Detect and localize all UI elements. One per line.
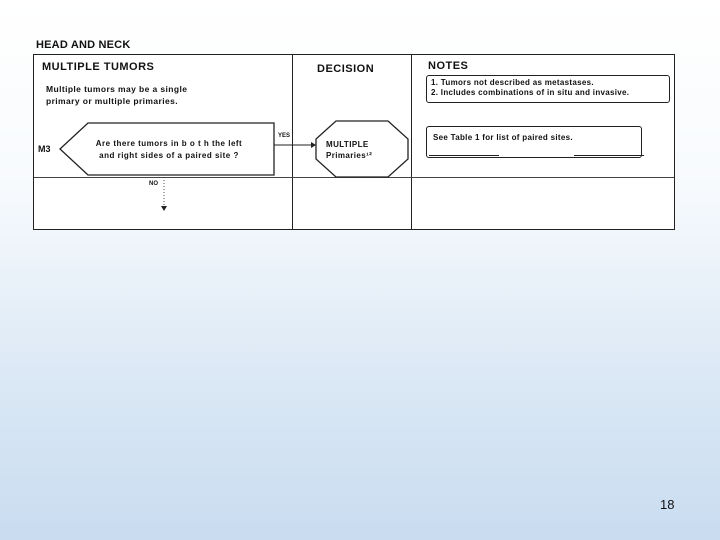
intro-text: Multiple tumors may be a single primary …	[46, 83, 187, 107]
decision-line-2: Primaries¹²	[326, 151, 373, 160]
intro-line-2: primary or multiple primaries.	[46, 96, 178, 106]
question-line-2: and right sides of a paired site ?	[99, 151, 239, 160]
rule-id: M3	[38, 144, 51, 154]
yes-arrow	[274, 142, 316, 148]
hexagon-shape	[59, 122, 275, 176]
column-divider-left	[292, 55, 293, 229]
yes-arrow-head	[311, 142, 316, 148]
table-note-underline-2	[574, 155, 644, 156]
note-1: 1. Tumors not described as metastases.	[431, 78, 594, 87]
intro-line-1: Multiple tumors may be a single	[46, 84, 188, 94]
notes-box: 1. Tumors not described as metastases. 2…	[426, 75, 670, 103]
table-reference-note: See Table 1 for list of paired sites.	[426, 126, 642, 158]
no-connector-head	[161, 206, 167, 211]
decision-header: DECISION	[317, 63, 375, 75]
question-text: Are there tumors in b o t h the left and…	[84, 138, 254, 162]
octagon-shape	[315, 120, 409, 178]
page-number: 18	[660, 497, 675, 512]
multiple-tumors-header: MULTIPLE TUMORS	[42, 61, 155, 73]
decision-octagon	[315, 120, 409, 178]
no-connector	[161, 177, 167, 211]
no-label: NO	[149, 181, 158, 187]
decision-text: MULTIPLE Primaries¹²	[326, 139, 406, 161]
decision-line-1: MULTIPLE	[326, 140, 369, 149]
column-divider-right	[411, 55, 412, 229]
notes-header: NOTES	[428, 60, 469, 72]
question-line-1: Are there tumors in b o t h the left	[95, 139, 243, 148]
note-2: 2. Includes combinations of in situ and …	[431, 88, 630, 97]
flowchart-sheet: MULTIPLE TUMORS DECISION NOTES Multiple …	[33, 54, 675, 230]
question-hexagon	[59, 122, 275, 176]
table-note-underline	[429, 155, 499, 156]
yes-label: YES	[278, 133, 291, 139]
page-title: HEAD AND NECK	[36, 39, 131, 51]
